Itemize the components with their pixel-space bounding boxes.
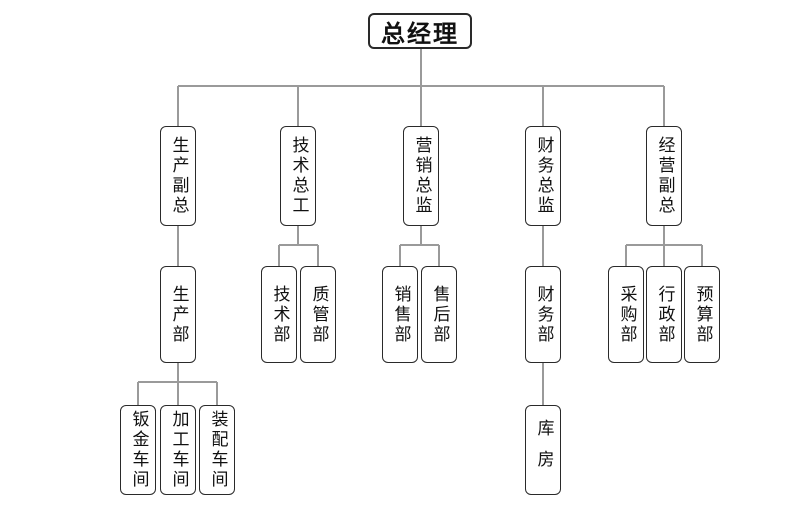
node-label: 行政部 <box>654 284 675 345</box>
node-production-vp: 生产副总 <box>160 126 196 226</box>
node-label: 质管部 <box>308 284 329 345</box>
node-operations-vp: 经营副总 <box>646 126 682 226</box>
node-budget-dept: 预算部 <box>684 266 720 363</box>
node-label: 总经理 <box>381 19 459 48</box>
node-technical-dept: 技术部 <box>261 266 297 363</box>
node-purchasing-dept: 采购部 <box>608 266 644 363</box>
node-label: 技术部 <box>269 284 290 345</box>
node-machining-workshop: 加工车间 <box>160 405 196 495</box>
node-label: 营销总监 <box>411 136 432 216</box>
node-label: 钣金车间 <box>128 410 149 490</box>
node-label: 技术总工 <box>288 136 309 216</box>
node-label: 售后部 <box>429 284 450 345</box>
node-finance-director: 财务总监 <box>525 126 561 226</box>
node-production-dept: 生产部 <box>160 266 196 363</box>
node-sales-dept: 销售部 <box>382 266 418 363</box>
node-warehouse: 库房 <box>525 405 561 495</box>
node-label: 生产副总 <box>168 136 189 216</box>
node-marketing-director: 营销总监 <box>403 126 439 226</box>
node-label: 预算部 <box>692 284 713 345</box>
node-general-manager: 总经理 <box>368 13 472 49</box>
node-finance-dept: 财务部 <box>525 266 561 363</box>
node-label: 加工车间 <box>168 410 189 490</box>
node-after-sales-dept: 售后部 <box>421 266 457 363</box>
node-label: 经营副总 <box>654 136 675 216</box>
node-label: 财务总监 <box>533 136 554 216</box>
node-label: 采购部 <box>616 284 637 345</box>
node-label: 财务部 <box>533 284 554 345</box>
node-label: 生产部 <box>168 284 189 345</box>
node-chief-engineer: 技术总工 <box>280 126 316 226</box>
node-label: 装配车间 <box>207 410 228 490</box>
node-quality-dept: 质管部 <box>300 266 336 363</box>
node-label: 销售部 <box>390 284 411 345</box>
node-admin-dept: 行政部 <box>646 266 682 363</box>
node-assembly-workshop: 装配车间 <box>199 405 235 495</box>
node-sheet-metal-workshop: 钣金车间 <box>120 405 156 495</box>
node-label: 库房 <box>533 419 554 481</box>
